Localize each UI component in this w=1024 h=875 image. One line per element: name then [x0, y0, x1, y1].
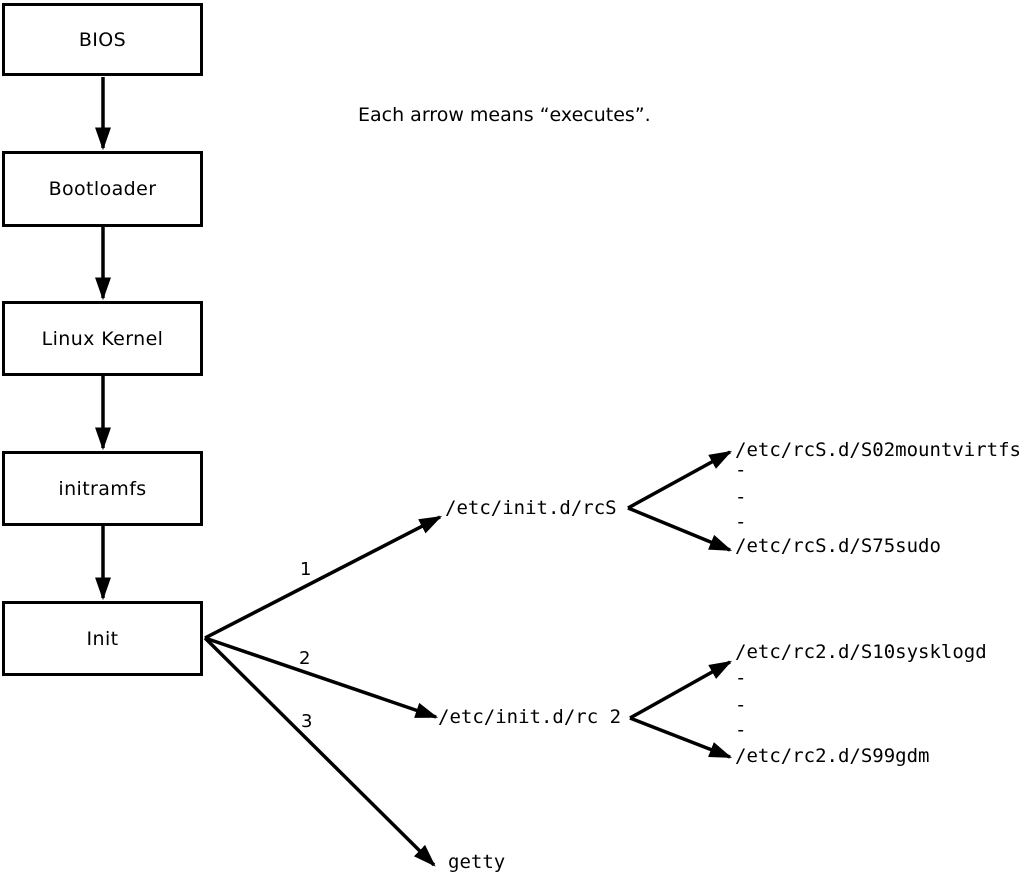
target-rcs: /etc/init.d/rcS	[445, 497, 617, 519]
node-bios-label: BIOS	[78, 28, 127, 51]
node-linux-kernel-label: Linux Kernel	[41, 327, 164, 350]
branch-number-1: 1	[300, 559, 312, 580]
node-bootloader-label: Bootloader	[48, 178, 157, 200]
script-s75sudo: /etc/rcS.d/S75sudo	[735, 535, 941, 557]
branch-number-3: 3	[301, 711, 313, 732]
node-init-label: Init	[86, 627, 119, 650]
branch-number-2: 2	[299, 648, 311, 669]
target-rc2: /etc/init.d/rc 2	[438, 706, 622, 728]
script-s99gdm: /etc/rc2.d/S99gdm	[735, 745, 930, 767]
script-s10sysklogd: /etc/rc2.d/S10sysklogd	[735, 641, 987, 663]
script-s02mountvirtfs: /etc/rcS.d/S02mountvirtfs	[735, 439, 1021, 461]
node-initramfs-label: initramfs	[58, 477, 147, 500]
legend-note: Each arrow means “executes”.	[358, 104, 651, 126]
rc2-ellipsis-dash: -	[735, 667, 747, 689]
node-init: Init	[2, 601, 203, 676]
node-linux-kernel: Linux Kernel	[2, 301, 203, 376]
arrow-init-to-rc2	[204, 636, 439, 719]
rcs-ellipsis-dash: -	[735, 459, 747, 481]
arrow-rc2-to-s99gdm	[629, 716, 733, 759]
node-initramfs: initramfs	[2, 451, 203, 526]
rcs-ellipsis-dash: -	[735, 511, 747, 533]
node-bootloader: Bootloader	[2, 151, 203, 227]
arrow-rcs-to-s75sudo	[627, 506, 733, 552]
node-bios: BIOS	[2, 3, 203, 76]
arrow-init-to-getty	[203, 636, 436, 867]
rc2-ellipsis-dash: -	[735, 719, 747, 741]
arrow-init-to-rcs	[204, 515, 443, 640]
target-getty: getty	[448, 851, 506, 873]
arrow-rc2-to-s10sysklogd	[629, 660, 732, 720]
rc2-ellipsis-dash: -	[735, 694, 747, 716]
arrow-rcs-to-s02mountvirtfs	[627, 450, 732, 510]
rcs-ellipsis-dash: -	[735, 486, 747, 508]
